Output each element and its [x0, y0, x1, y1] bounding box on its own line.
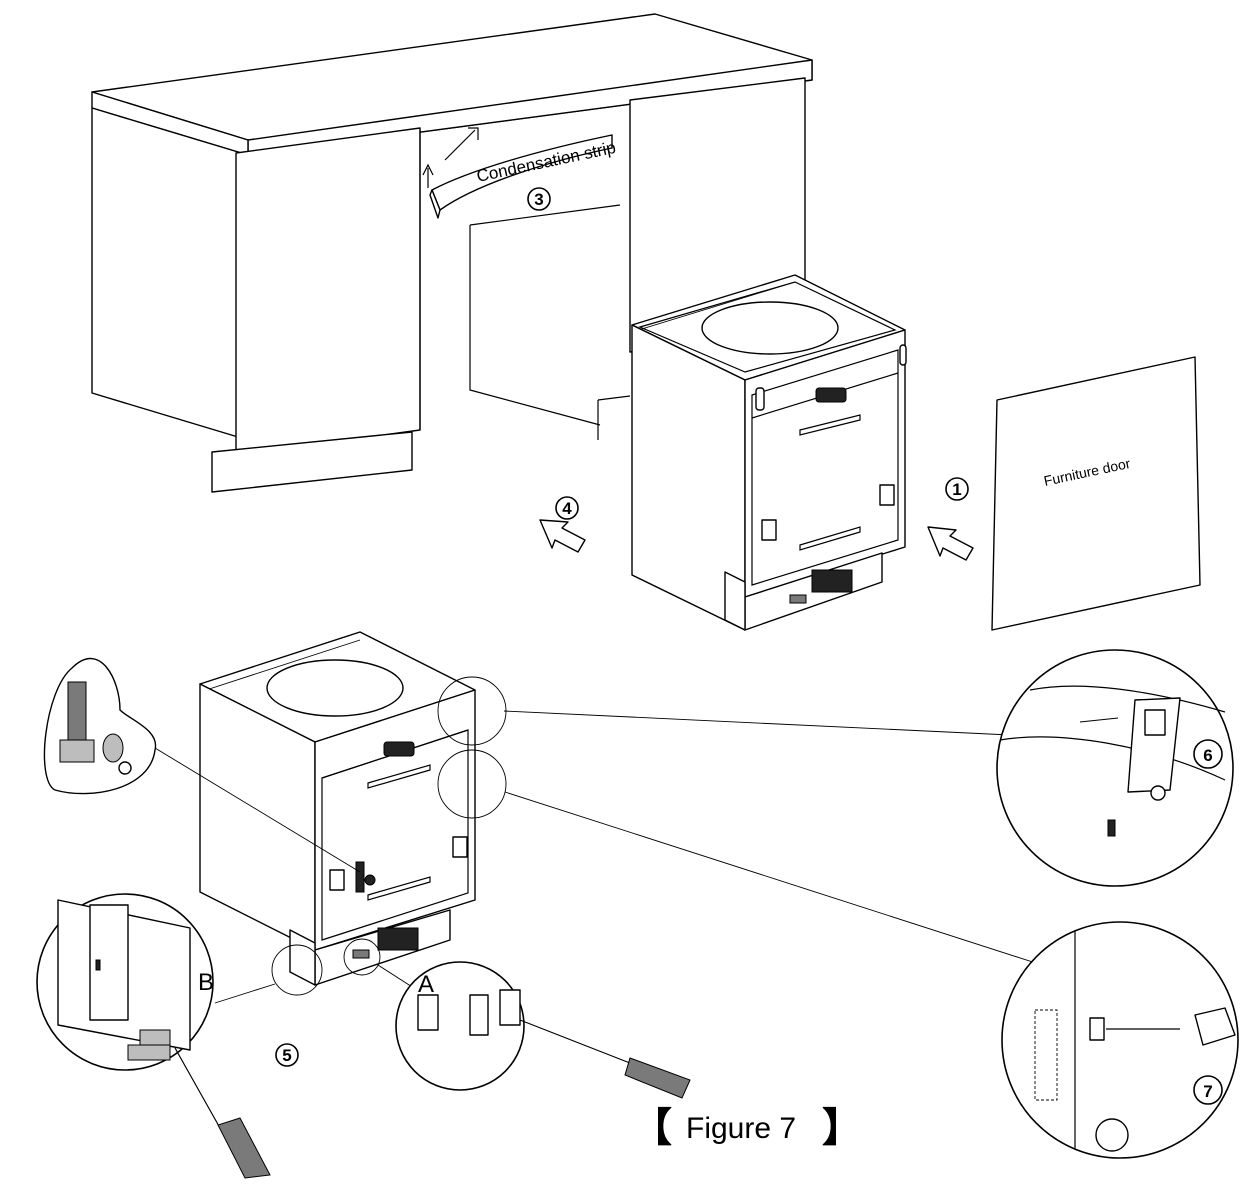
- step-6-number: 6: [1203, 746, 1212, 765]
- condensation-strip-label: Condensation strip: [475, 138, 618, 186]
- step-5-number: 5: [282, 1046, 291, 1065]
- hinge-icon: [761, 519, 777, 541]
- zoom-markers: [154, 676, 1046, 1004]
- dishwasher-upper: [631, 274, 907, 631]
- step-7-number: 7: [1203, 1082, 1212, 1101]
- kitchen-cabinet: [91, 13, 813, 493]
- dishwasher-lower: [199, 631, 476, 986]
- vent-grille-icon: [811, 569, 853, 593]
- adjustment-screw-icon: [355, 861, 365, 893]
- step-1-number: 1: [952, 480, 961, 499]
- leg-detail: [43, 657, 157, 795]
- detail-a: A: [395, 961, 691, 1099]
- detail-6: 6: [996, 649, 1234, 887]
- step-4-number: 4: [562, 499, 572, 518]
- caption-text: Figure 7: [686, 1112, 796, 1145]
- detail-b: B: [36, 893, 271, 1179]
- figure-caption: 【 Figure 7 】: [632, 1106, 862, 1150]
- step-3-marker: [527, 187, 551, 211]
- door-handle-icon: [815, 387, 847, 403]
- detail-b-label: B: [198, 969, 214, 996]
- caption-open-bracket: 【: [632, 1106, 672, 1150]
- push-arrows: 4 1: [539, 477, 974, 561]
- detail-a-label: A: [418, 971, 434, 998]
- detail-7: 7: [1001, 921, 1239, 1159]
- condensation-strip: Condensation strip 3: [422, 127, 618, 219]
- step-3-number: 3: [534, 190, 543, 209]
- furniture-door: Furniture door: [991, 356, 1201, 631]
- caption-close-bracket: 】: [822, 1106, 862, 1150]
